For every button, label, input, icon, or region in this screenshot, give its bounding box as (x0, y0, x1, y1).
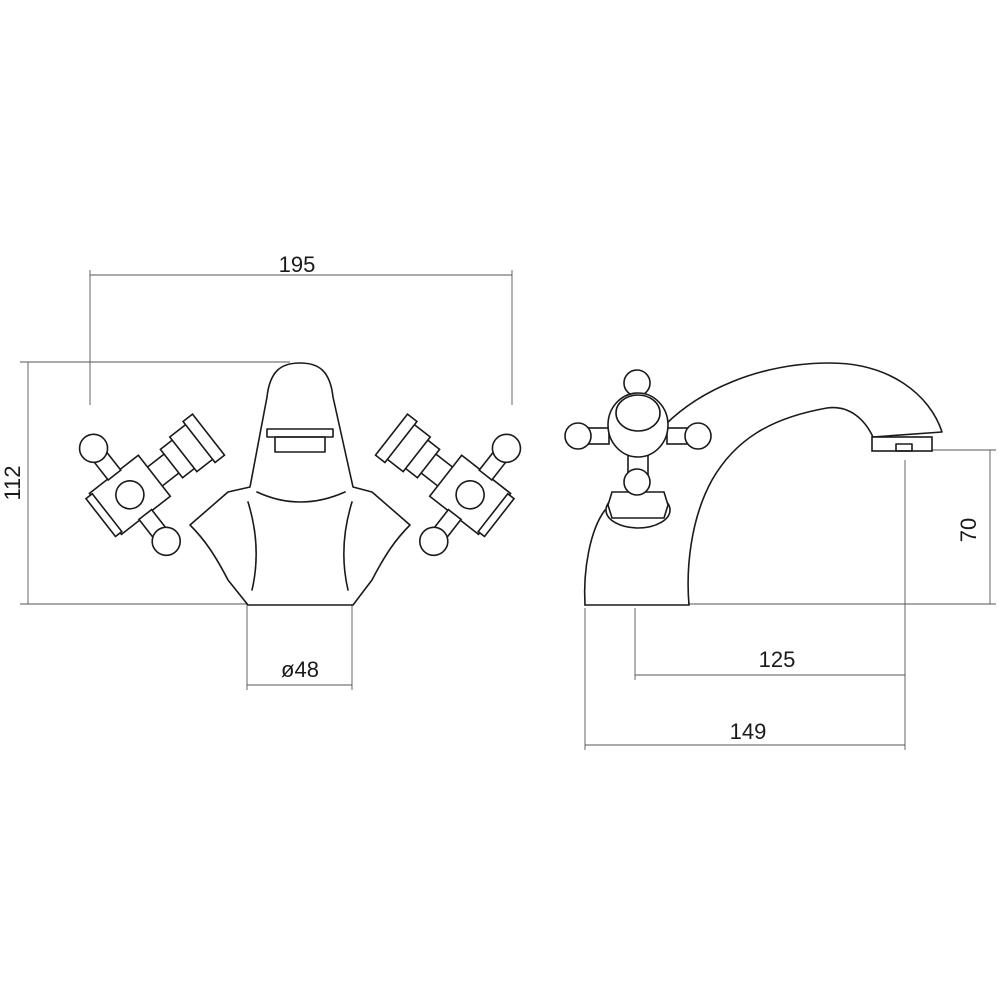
dimension-label-149: 149 (730, 719, 767, 744)
dimension-112: 112 (0, 361, 290, 605)
dimension-149: 149 (584, 608, 905, 750)
dimension-48: ø48 (246, 604, 353, 690)
left-cross-handle (78, 413, 226, 557)
dimension-125: 125 (634, 460, 906, 750)
dimension-label-70: 70 (956, 518, 981, 542)
side-view-tap (564, 362, 943, 606)
dimension-label-48: ø48 (281, 657, 319, 682)
dimension-label-112: 112 (0, 465, 25, 500)
dimension-label-125: 125 (759, 647, 796, 672)
right-cross-handle (374, 413, 522, 557)
dimension-70: 70 (688, 449, 996, 605)
front-view-tap (78, 362, 522, 606)
dimension-label-195: 195 (279, 252, 316, 277)
dimension-195: 195 (89, 252, 513, 405)
